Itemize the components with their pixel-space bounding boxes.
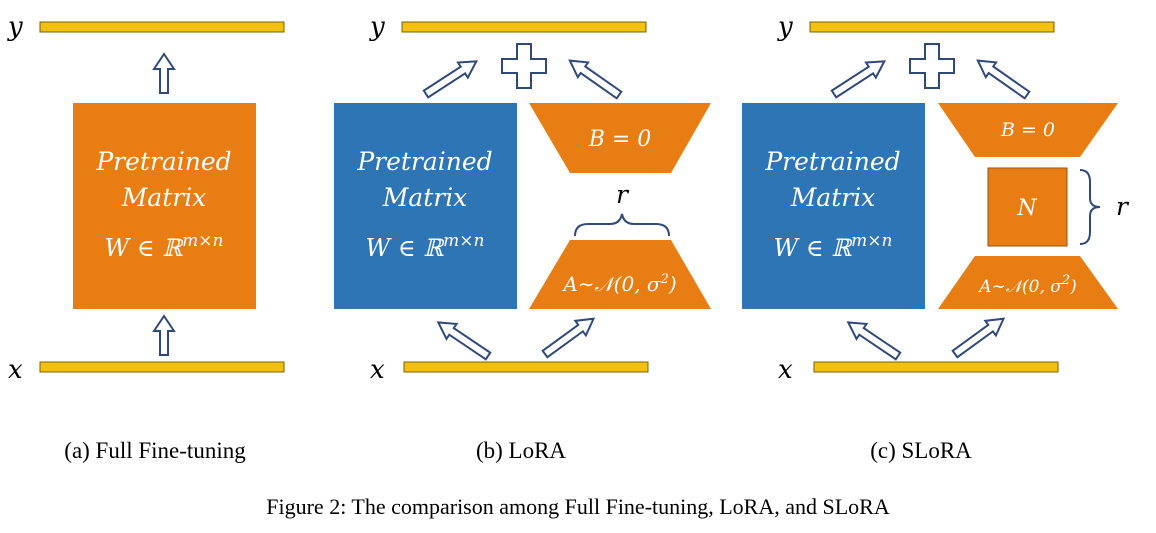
panel-b-rank-label: r bbox=[616, 180, 630, 209]
panel-a-pretrained-matrix bbox=[73, 103, 256, 309]
panel-c-output-vector bbox=[809, 21, 1055, 33]
panel-b-output-label: y bbox=[369, 12, 385, 42]
panel-b-caption: (b) LoRA bbox=[476, 438, 566, 463]
figure-caption: Figure 2: The comparison among Full Fine… bbox=[266, 494, 890, 519]
panel-c-matrix-a bbox=[938, 256, 1118, 309]
panel-c-output-label: y bbox=[777, 12, 793, 42]
panel-b-matrix-a-label: A∼𝒩(0, σ2) bbox=[561, 272, 676, 296]
panel-a-caption: (a) Full Fine-tuning bbox=[64, 438, 246, 463]
panel-b-lora: y Pretrained Matrix W ∈ ℝm×n B = 0 r A∼𝒩… bbox=[334, 12, 711, 463]
panel-b-input-label: x bbox=[370, 355, 385, 385]
panel-c-input-vector bbox=[813, 361, 1059, 373]
panel-b-matrix-a-superscript: 2 bbox=[660, 272, 669, 287]
panel-b-arrow-input-to-adapter bbox=[538, 310, 600, 363]
panel-c-matrix-n-label: N bbox=[1016, 196, 1037, 221]
panel-c-matrix-a-tail: ) bbox=[1069, 277, 1077, 297]
panel-c-matrix-b bbox=[938, 103, 1118, 157]
panel-c-arrow-matrix-to-plus bbox=[828, 52, 891, 103]
panel-b-matrix-b-label: B = 0 bbox=[588, 127, 652, 152]
panel-a-matrix-line1: Pretrained bbox=[95, 147, 231, 176]
panel-c-rank-brace bbox=[1079, 169, 1101, 245]
panel-a-output-vector bbox=[39, 21, 285, 33]
panel-a-output-label: y bbox=[7, 12, 23, 42]
panel-b-output-vector bbox=[401, 21, 647, 33]
panel-c-matrix-formula: W ∈ ℝm×n bbox=[774, 231, 893, 262]
panel-c-matrix-b-label: B = 0 bbox=[1000, 119, 1055, 141]
panel-a-matrix-formula: W ∈ ℝm×n bbox=[105, 231, 224, 262]
panel-b-matrix-formula-superscript: m×n bbox=[443, 231, 484, 251]
panel-c-matrix-n bbox=[987, 167, 1068, 247]
panel-b-input-vector bbox=[403, 361, 649, 373]
panel-a-matrix-formula-superscript: m×n bbox=[182, 231, 223, 251]
panel-c-matrix-line2: Matrix bbox=[790, 183, 876, 212]
panel-b-matrix-b bbox=[529, 103, 711, 173]
panel-c-input-label: x bbox=[778, 355, 793, 385]
panel-c-rank-label: r bbox=[1116, 192, 1130, 221]
panel-c-arrow-adapter-to-plus bbox=[971, 52, 1034, 104]
panel-a-full-finetuning: y Pretrained Matrix W ∈ ℝm×n x (a) Full … bbox=[7, 12, 285, 463]
panel-c-arrow-input-to-matrix bbox=[842, 313, 905, 365]
panel-c-arrow-input-to-adapter bbox=[948, 310, 1010, 363]
panel-c-matrix-a-superscript: 2 bbox=[1061, 273, 1070, 288]
panel-a-up-arrow-top bbox=[152, 52, 176, 94]
panel-b-arrow-input-to-matrix bbox=[432, 313, 495, 365]
panel-c-plus-icon bbox=[909, 43, 955, 89]
panel-b-plus-icon bbox=[501, 43, 547, 89]
panel-b-matrix-line1: Pretrained bbox=[356, 147, 492, 176]
panel-b-arrow-adapter-to-plus bbox=[563, 52, 626, 104]
panel-c-matrix-a-label: A∼𝒩(0, σ2) bbox=[977, 273, 1077, 297]
panel-b-matrix-line2: Matrix bbox=[382, 183, 468, 212]
panel-c-slora: y Pretrained Matrix W ∈ ℝm×n B = 0 N r A… bbox=[742, 12, 1130, 463]
panel-c-matrix-line1: Pretrained bbox=[764, 147, 900, 176]
panel-a-up-arrow-bottom bbox=[152, 314, 176, 356]
panel-b-pretrained-matrix bbox=[334, 103, 517, 309]
panel-b-arrow-matrix-to-plus bbox=[420, 52, 483, 103]
panel-a-input-label: x bbox=[8, 355, 23, 385]
panel-c-matrix-formula-superscript: m×n bbox=[851, 231, 892, 251]
panel-a-input-vector bbox=[39, 361, 285, 373]
panel-b-rank-brace bbox=[574, 213, 670, 237]
panel-b-matrix-formula: W ∈ ℝm×n bbox=[366, 231, 485, 262]
panel-c-pretrained-matrix bbox=[742, 103, 925, 309]
panel-c-caption: (c) SLoRA bbox=[870, 438, 972, 463]
panel-b-matrix-a bbox=[529, 240, 711, 309]
panel-b-matrix-a-tail: ) bbox=[668, 272, 677, 296]
panel-a-matrix-line2: Matrix bbox=[121, 183, 207, 212]
